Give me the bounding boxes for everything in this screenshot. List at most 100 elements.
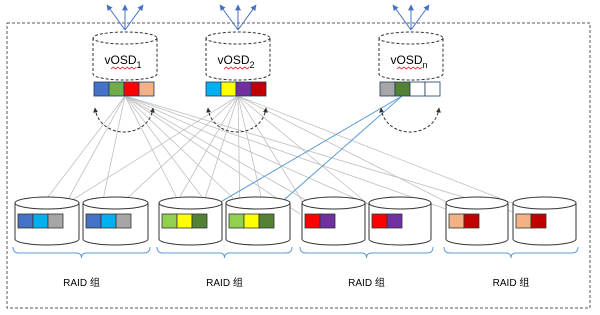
connection-line <box>237 95 241 215</box>
disk-block <box>319 213 336 229</box>
connection-line <box>34 95 126 215</box>
client-arrows <box>106 4 430 31</box>
disk-block <box>115 213 132 229</box>
disk-block <box>85 213 102 229</box>
disk-top <box>301 196 366 210</box>
disk-block <box>32 213 49 229</box>
disk-block <box>176 213 193 229</box>
vosd-block <box>250 81 267 97</box>
vosd-label-subscript: n <box>423 60 428 70</box>
disk-block <box>228 213 245 229</box>
connection-line <box>109 95 239 215</box>
raid-group-label: RAID 组 <box>206 276 243 289</box>
vosd-block <box>379 81 396 97</box>
connection-line <box>124 95 331 215</box>
disk-block <box>371 213 388 229</box>
client-arrow <box>392 4 412 31</box>
vosd-cylinder-top <box>378 31 444 45</box>
disk-top <box>225 196 291 210</box>
connection-line <box>124 95 391 215</box>
client-arrow <box>124 4 144 31</box>
vosd-block <box>220 81 237 97</box>
disk-block <box>161 213 178 229</box>
vosd-node: vOSDn <box>378 31 444 133</box>
connection-line <box>237 95 471 215</box>
vosd-n-connection-line <box>267 95 403 215</box>
disk-block <box>530 213 547 229</box>
disk-block <box>258 213 275 229</box>
disk <box>158 196 223 246</box>
vosd-label-main: vOSD <box>104 53 136 67</box>
raid-group: RAID 组 <box>156 196 293 289</box>
vosd-block <box>93 81 110 97</box>
connection-line <box>237 95 311 215</box>
connection-line <box>99 95 126 215</box>
migration-arrow <box>379 107 441 133</box>
vosd-cylinder-body <box>378 38 444 81</box>
vosd-node: vOSD1 <box>92 31 158 133</box>
connection-line <box>237 95 381 215</box>
disk-block <box>463 213 480 229</box>
raid-brace <box>299 246 434 259</box>
vosd-label: vOSD1 <box>104 53 141 70</box>
spellcheck-squiggle <box>396 66 423 70</box>
connection-line <box>59 95 126 215</box>
connection-lines <box>34 95 541 215</box>
disk-block <box>448 213 465 229</box>
vosd-label-subscript: 1 <box>137 60 142 70</box>
vosd-label-main: vOSD <box>390 53 422 67</box>
vosd-label: vOSDn <box>390 53 427 70</box>
migration-arrow <box>206 107 268 133</box>
connection-line <box>124 95 216 215</box>
connection-line <box>124 95 461 215</box>
migration-arrow <box>93 107 155 133</box>
vosd-label-main: vOSD <box>217 53 249 67</box>
vosd-block <box>138 81 155 97</box>
vosd-label: vOSD2 <box>217 53 254 70</box>
connection-line <box>124 95 301 215</box>
vosd-block <box>424 81 441 97</box>
client-arrow <box>237 4 257 31</box>
disk-block <box>47 213 64 229</box>
disk-block <box>191 213 208 229</box>
raid-group-label: RAID 组 <box>493 276 530 289</box>
disk-block <box>386 213 403 229</box>
disk-top <box>82 196 149 210</box>
disk <box>225 196 291 246</box>
disk-block <box>17 213 34 229</box>
disk-block <box>100 213 117 229</box>
raid-group: RAID 组 <box>443 196 579 289</box>
raid-brace <box>443 246 579 259</box>
connection-line <box>49 95 239 215</box>
raid-layer: RAID 组 RAID 组 RAID 组 RAID 组 <box>12 196 579 289</box>
connection-line <box>124 95 251 215</box>
disk <box>82 196 149 246</box>
vosd-block <box>123 81 140 97</box>
vosd-cylinder-top <box>205 31 271 45</box>
client-arrow <box>219 4 239 31</box>
client-arrow <box>410 4 430 31</box>
disk <box>368 196 432 246</box>
raid-group: RAID 组 <box>299 196 434 289</box>
connection-line <box>199 95 239 215</box>
vosd-label-subscript: 2 <box>250 60 255 70</box>
connection-line <box>237 95 541 215</box>
vosd-block <box>235 81 252 97</box>
spellcheck-squiggle <box>110 66 137 70</box>
vosd-block <box>394 81 411 97</box>
vosd-block <box>108 81 125 97</box>
disk <box>512 196 577 246</box>
client-arrow <box>106 4 126 31</box>
raid-brace <box>12 246 151 259</box>
raid-group-label: RAID 组 <box>348 276 385 289</box>
outer-frame <box>6 22 591 309</box>
disk-block <box>304 213 321 229</box>
disk-top <box>14 196 80 210</box>
raid-group-label: RAID 组 <box>63 276 100 289</box>
connection-line <box>237 95 266 215</box>
vosd-node: vOSD2 <box>205 31 271 133</box>
vosd-block <box>409 81 426 97</box>
connection-line <box>124 95 186 215</box>
